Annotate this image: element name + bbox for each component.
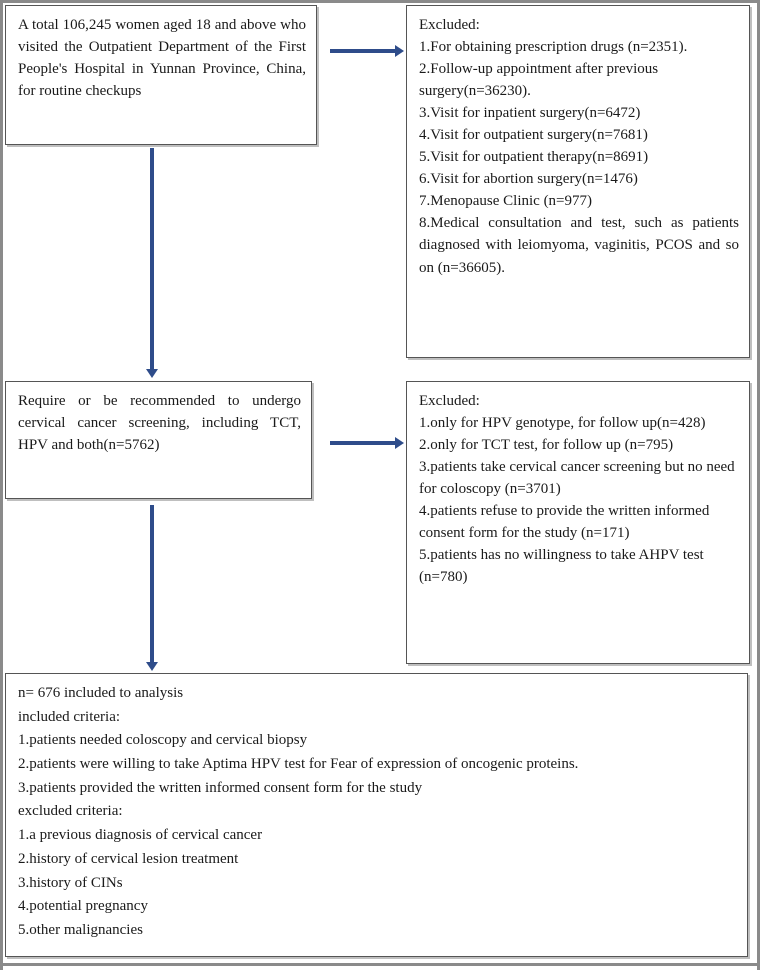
node-screened-text: A total 106,245 women aged 18 and above … (18, 17, 306, 100)
arrow-screened-to-eligible (146, 148, 158, 378)
arrow-head-down-icon (146, 662, 158, 671)
excluded-first-item: 1.For obtaining prescription drugs (n=23… (419, 39, 688, 56)
excluded-first-item: 6.Visit for abortion surgery(n=1476) (419, 171, 638, 188)
excluded-second-item: 1.only for HPV genotype, for follow up(n… (419, 415, 706, 432)
excluded-first-item: 7.Menopause Clinic (n=977) (419, 193, 593, 210)
included-criteria-item: 1.patients needed coloscopy and cervical… (18, 732, 308, 749)
excluded-second-item: 5.patients has no willingness to take AH… (419, 547, 704, 586)
included-headline: n= 676 included to analysis (18, 685, 184, 701)
figure-frame-bottom (0, 963, 760, 966)
excluded-first-item: 8.Medical consultation and test, such as… (419, 215, 739, 276)
arrow-eligible-to-excluded-second (330, 437, 404, 449)
node-screened-population: A total 106,245 women aged 18 and above … (5, 5, 317, 145)
excluded-criteria-item: 2.history of cervical lesion treatment (18, 850, 239, 867)
node-excluded-second: Excluded: 1.only for HPV genotype, for f… (406, 381, 750, 664)
node-included-analysis: n= 676 included to analysis included cri… (5, 673, 748, 957)
excluded-first-item: 4.Visit for outpatient surgery(n=7681) (419, 127, 648, 144)
arrow-shaft (330, 49, 396, 53)
figure-frame-left (0, 0, 3, 970)
excluded-second-item: 4.patients refuse to provide the written… (419, 503, 710, 542)
included-criteria-label: included criteria: (18, 708, 121, 725)
included-criteria-item: 2.patients were willing to take Aptima H… (18, 756, 579, 773)
excluded-second-item: 2.only for TCT test, for follow up (n=79… (419, 437, 674, 454)
excluded-first-item: 2.Follow-up appointment after previous s… (419, 61, 659, 100)
node-excluded-first: Excluded: 1.For obtaining prescription d… (406, 5, 750, 358)
excluded-criteria-item: 5.other malignancies (18, 921, 143, 938)
figure-frame-top (0, 0, 760, 3)
node-eligible-for-screening: Require or be recommended to undergo cer… (5, 381, 312, 499)
node-eligible-text: Require or be recommended to undergo cer… (18, 393, 301, 454)
excluded-criteria-item: 3.history of CINs (18, 874, 123, 891)
arrow-screened-to-excluded-first (330, 45, 404, 57)
excluded-criteria-item: 4.potential pregnancy (18, 898, 148, 915)
excluded-criteria-item: 1.a previous diagnosis of cervical cance… (18, 827, 263, 844)
arrow-eligible-to-included (146, 505, 158, 671)
figure-frame-right (757, 0, 760, 970)
included-criteria-item: 3.patients provided the written informed… (18, 779, 423, 796)
excluded-second-heading: Excluded: (419, 393, 480, 409)
arrow-head-right-icon (395, 437, 404, 449)
excluded-criteria-label: excluded criteria: (18, 803, 123, 820)
arrow-head-right-icon (395, 45, 404, 57)
arrow-shaft (150, 505, 154, 663)
excluded-first-item: 3.Visit for inpatient surgery(n=6472) (419, 105, 641, 122)
excluded-first-item: 5.Visit for outpatient therapy(n=8691) (419, 149, 649, 166)
arrow-shaft (150, 148, 154, 370)
excluded-second-item: 3.patients take cervical cancer screenin… (419, 459, 735, 498)
arrow-head-down-icon (146, 369, 158, 378)
arrow-shaft (330, 441, 396, 445)
excluded-first-heading: Excluded: (419, 17, 480, 33)
